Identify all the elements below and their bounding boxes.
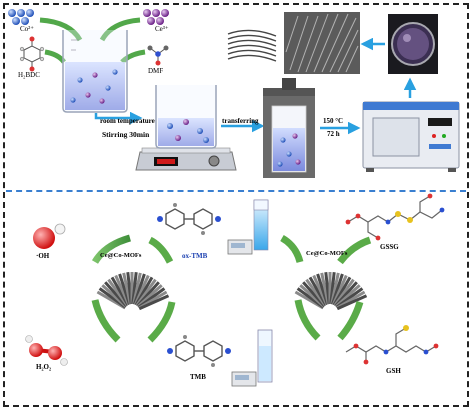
left-mof-fan-icon	[96, 272, 170, 311]
gssg-label: GSSG	[380, 243, 399, 251]
autoclave-reactor	[263, 78, 315, 178]
outer-dashed-frame	[3, 3, 469, 407]
ce-to-beaker-arrow	[99, 17, 141, 42]
drying-oven	[362, 101, 460, 172]
spectrometer-icon-bottom	[231, 371, 257, 387]
stirring-label: Stirring 30min	[102, 130, 150, 139]
gsh-molecule-icon	[345, 325, 439, 365]
transferring-label: transferring	[222, 117, 259, 125]
duration-label: 72 h	[327, 130, 340, 138]
h2bdc-to-beaker-arrow	[44, 49, 66, 64]
hydroxyl-radical-molecule-icon	[33, 223, 66, 249]
ce-ion-label: Ce³⁺	[155, 25, 169, 33]
stirring-beaker	[155, 85, 217, 149]
h2bdc-molecule-icon	[19, 36, 45, 72]
left-top-left-arrow	[91, 234, 132, 264]
right-top-left-arrow	[280, 234, 304, 263]
to-stirring-arrow	[94, 111, 143, 125]
hydrogen-peroxide-molecule-icon	[25, 335, 68, 366]
sem-micrograph	[284, 12, 360, 74]
tmb-molecule-icon	[167, 335, 231, 367]
dmf-label: DMF	[148, 67, 164, 75]
right-mof-fan-icon	[294, 272, 368, 311]
fan-sheet	[336, 294, 368, 311]
temperature-label: 150 °C	[323, 117, 344, 125]
dmf-molecule-icon	[147, 45, 169, 66]
co-to-beaker-arrow	[39, 17, 83, 42]
ox-tmb-label: ox-TMB	[182, 252, 208, 260]
co-ion-label: Co²⁺	[20, 25, 34, 33]
tmb-cuvette	[257, 329, 273, 383]
co-ion-cluster-icon	[8, 9, 34, 25]
mof-sheet-stack-icon	[227, 29, 277, 62]
left-catalyst-label: Ce@Co-MOFs	[100, 252, 142, 259]
h2bdc-label: H₂BDC	[18, 71, 40, 79]
right-bottom-left-arrow	[294, 299, 321, 341]
dmf-to-beaker-arrow	[120, 49, 146, 64]
gsh-label: GSH	[386, 367, 401, 375]
left-bottom-right-arrow	[147, 301, 176, 343]
tmb-label: TMB	[190, 373, 206, 381]
ce-ion-cluster-icon	[143, 9, 169, 25]
right-top-right-arrow	[337, 236, 372, 265]
left-top-right-arrow	[148, 236, 174, 264]
h2o2-label: H₂O₂	[36, 363, 52, 371]
oh-radical-label: ·OH	[36, 252, 50, 260]
mixing-beaker	[62, 30, 128, 113]
ox-tmb-cuvette	[253, 199, 269, 251]
right-catalyst-label: Ce@Co-MOFs	[306, 250, 348, 257]
room-temperature-label: room temperature	[100, 117, 155, 125]
magnetic-stirrer	[135, 147, 237, 171]
ox-tmb-molecule-icon	[157, 203, 221, 235]
left-bottom-left-arrow	[91, 299, 121, 343]
gssg-molecule-icon	[345, 193, 445, 241]
product-petri-dish-photo	[388, 14, 438, 74]
fan-sheet	[138, 294, 170, 311]
section-divider	[6, 190, 466, 192]
spectrometer-icon-top	[227, 239, 253, 255]
right-bottom-right-arrow	[337, 300, 364, 341]
